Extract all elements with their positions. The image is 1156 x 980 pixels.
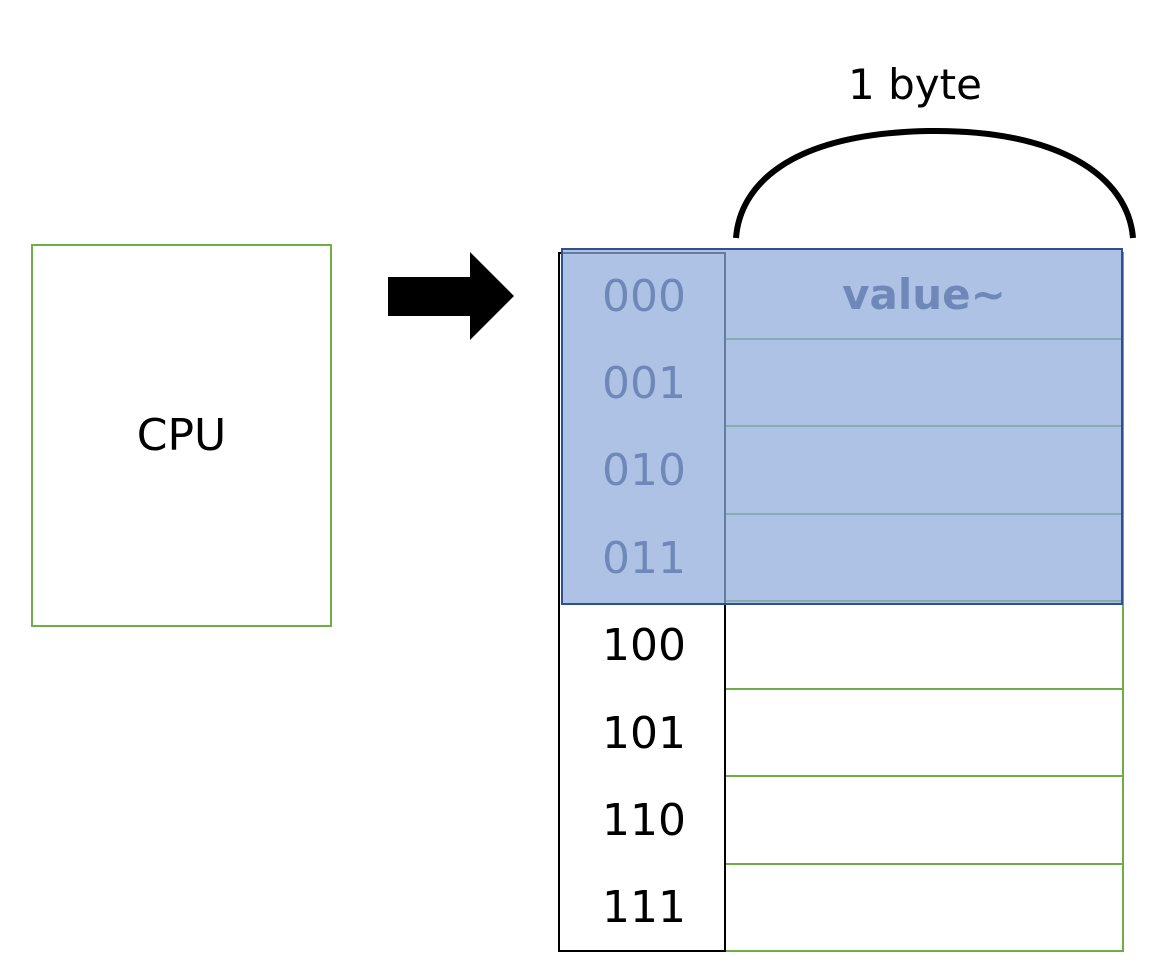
memory-value bbox=[726, 777, 1124, 865]
memory-address: 011 bbox=[558, 514, 726, 602]
memory-value bbox=[726, 339, 1124, 427]
memory-address: 000 bbox=[558, 252, 726, 340]
memory-row: 011 bbox=[558, 514, 1124, 602]
memory-row: 100 bbox=[558, 602, 1124, 690]
memory-row: 111 bbox=[558, 864, 1124, 952]
cpu-label: CPU bbox=[136, 410, 227, 461]
memory-value bbox=[726, 689, 1124, 777]
memory-value bbox=[726, 864, 1124, 952]
memory-address: 001 bbox=[558, 339, 726, 427]
cpu-box: CPU bbox=[31, 244, 332, 627]
memory-row: 010 bbox=[558, 427, 1124, 515]
memory-address: 101 bbox=[558, 689, 726, 777]
memory-value bbox=[726, 514, 1124, 602]
memory-value bbox=[726, 427, 1124, 515]
brace-icon bbox=[733, 127, 1136, 239]
right-arrow-icon bbox=[388, 252, 514, 340]
memory-address: 111 bbox=[558, 864, 726, 952]
byte-size-label: 1 byte bbox=[848, 60, 982, 109]
memory-value: value~ bbox=[726, 252, 1124, 340]
memory-address: 010 bbox=[558, 427, 726, 515]
memory-address: 100 bbox=[558, 602, 726, 690]
memory-row: 001 bbox=[558, 339, 1124, 427]
memory-row: 101 bbox=[558, 689, 1124, 777]
memory-row: 110 bbox=[558, 777, 1124, 865]
memory-value bbox=[726, 602, 1124, 690]
memory-address: 110 bbox=[558, 777, 726, 865]
